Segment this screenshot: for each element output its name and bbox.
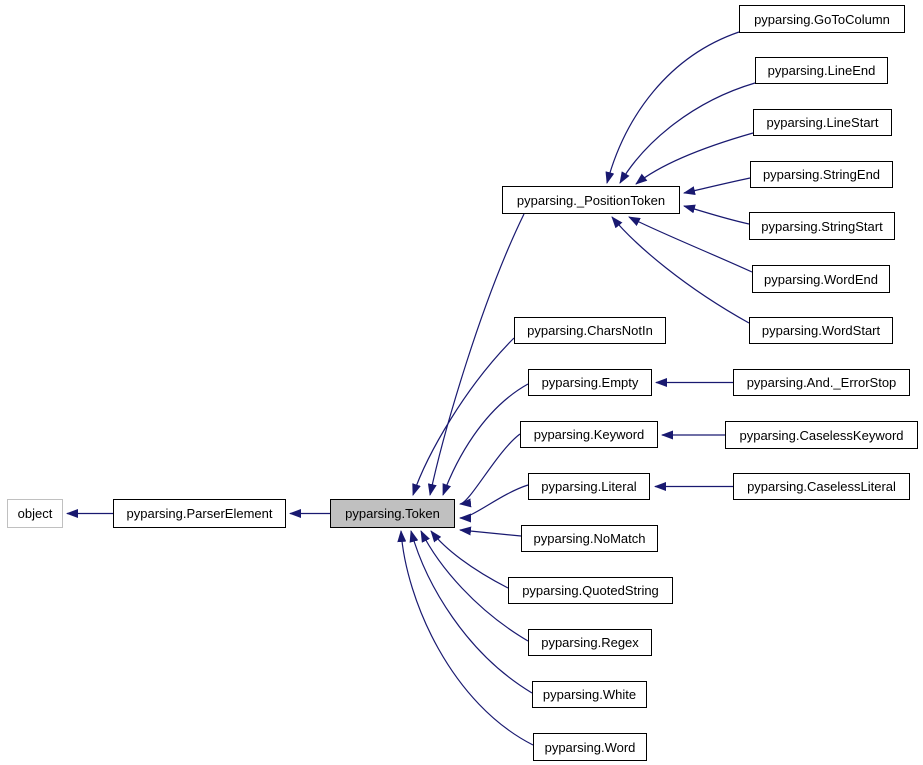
class-node-line-end[interactable]: pyparsing.LineEnd <box>755 57 888 84</box>
class-node-line-start[interactable]: pyparsing.LineStart <box>753 109 892 136</box>
class-node-token: pyparsing.Token <box>330 499 455 528</box>
class-node-object: object <box>7 499 63 528</box>
inheritance-edge-line-end-to-position-token <box>619 82 756 184</box>
class-node-string-end[interactable]: pyparsing.StringEnd <box>750 161 893 188</box>
class-node-caseless-literal[interactable]: pyparsing.CaselessLiteral <box>733 473 910 500</box>
inheritance-edge-word-start-to-position-token <box>611 216 750 324</box>
class-node-keyword[interactable]: pyparsing.Keyword <box>520 421 658 448</box>
inheritance-edge-chars-not-in-to-token <box>412 337 515 496</box>
inheritance-edge-white-to-token <box>409 530 533 694</box>
class-node-word[interactable]: pyparsing.Word <box>533 733 647 761</box>
class-node-chars-not-in[interactable]: pyparsing.CharsNotIn <box>514 317 666 344</box>
class-node-parser-element[interactable]: pyparsing.ParserElement <box>113 499 286 528</box>
inheritance-edge-goto-column-to-position-token <box>605 31 740 184</box>
class-node-no-match[interactable]: pyparsing.NoMatch <box>521 525 658 552</box>
inheritance-edge-word-to-token <box>397 530 534 746</box>
class-node-word-end[interactable]: pyparsing.WordEnd <box>752 265 890 293</box>
inheritance-edge-no-match-to-token <box>459 526 522 537</box>
inheritance-edge-keyword-to-token <box>459 433 521 508</box>
inheritance-edge-string-start-to-position-token <box>683 204 750 225</box>
inheritance-edge-position-token-to-token <box>427 213 525 496</box>
class-node-literal[interactable]: pyparsing.Literal <box>528 473 650 500</box>
inheritance-edge-quoted-string-to-token <box>430 530 509 589</box>
class-node-string-start[interactable]: pyparsing.StringStart <box>749 212 895 240</box>
inheritance-edge-line-start-to-position-token <box>635 132 754 185</box>
inheritance-edge-empty-to-token <box>442 383 529 496</box>
class-node-and-error-stop[interactable]: pyparsing.And._ErrorStop <box>733 369 910 396</box>
class-node-goto-column[interactable]: pyparsing.GoToColumn <box>739 5 905 33</box>
class-node-word-start[interactable]: pyparsing.WordStart <box>749 317 893 344</box>
inheritance-edge-regex-to-token <box>420 530 529 642</box>
inheritance-edge-literal-to-token <box>459 484 529 523</box>
class-node-position-token[interactable]: pyparsing._PositionToken <box>502 186 680 214</box>
class-node-empty[interactable]: pyparsing.Empty <box>528 369 652 396</box>
inheritance-edge-string-end-to-position-token <box>683 177 751 196</box>
class-node-white[interactable]: pyparsing.White <box>532 681 647 708</box>
class-node-regex[interactable]: pyparsing.Regex <box>528 629 652 656</box>
class-node-caseless-keyword[interactable]: pyparsing.CaselessKeyword <box>725 421 918 449</box>
class-node-quoted-string[interactable]: pyparsing.QuotedString <box>508 577 673 604</box>
inheritance-edge-word-end-to-position-token <box>628 216 753 273</box>
